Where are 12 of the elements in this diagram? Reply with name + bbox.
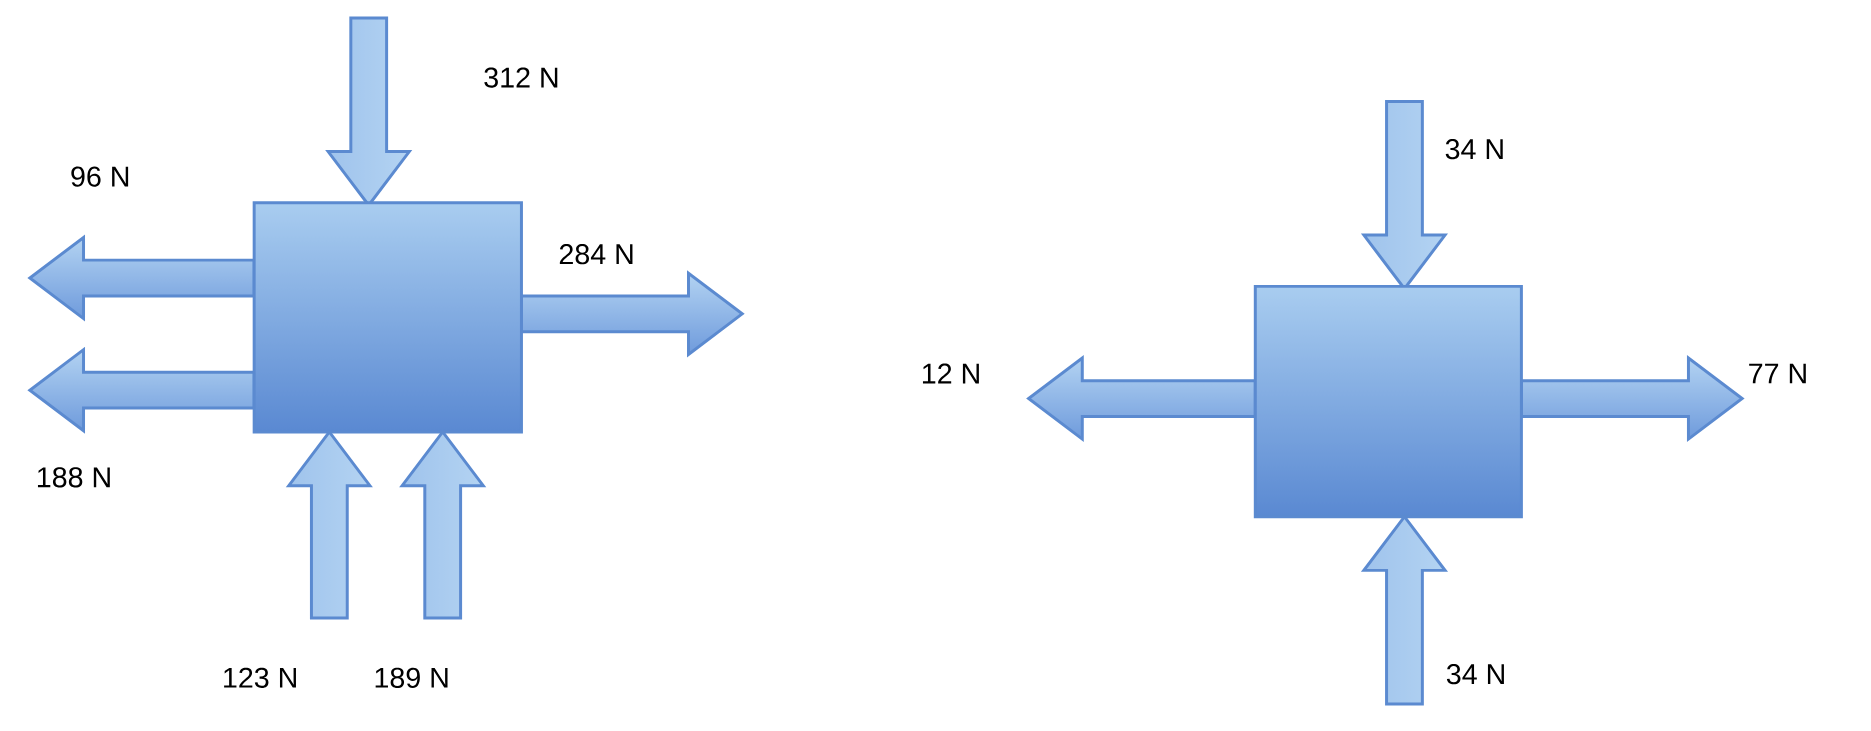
force-label: 34 N xyxy=(1445,138,1503,160)
force-label: 77 N xyxy=(1749,363,1806,384)
block xyxy=(252,201,523,434)
force-label: 312 N xyxy=(484,67,558,88)
force-label: 34 N xyxy=(1446,663,1504,685)
force-label: 284 N xyxy=(559,243,633,265)
force-label: 123 N xyxy=(224,667,296,688)
force-label: 189 N xyxy=(375,667,448,688)
force-label: 12 N xyxy=(922,363,979,384)
force-label: 188 N xyxy=(37,466,110,488)
force-label: 96 N xyxy=(71,166,129,187)
block xyxy=(1253,284,1523,518)
